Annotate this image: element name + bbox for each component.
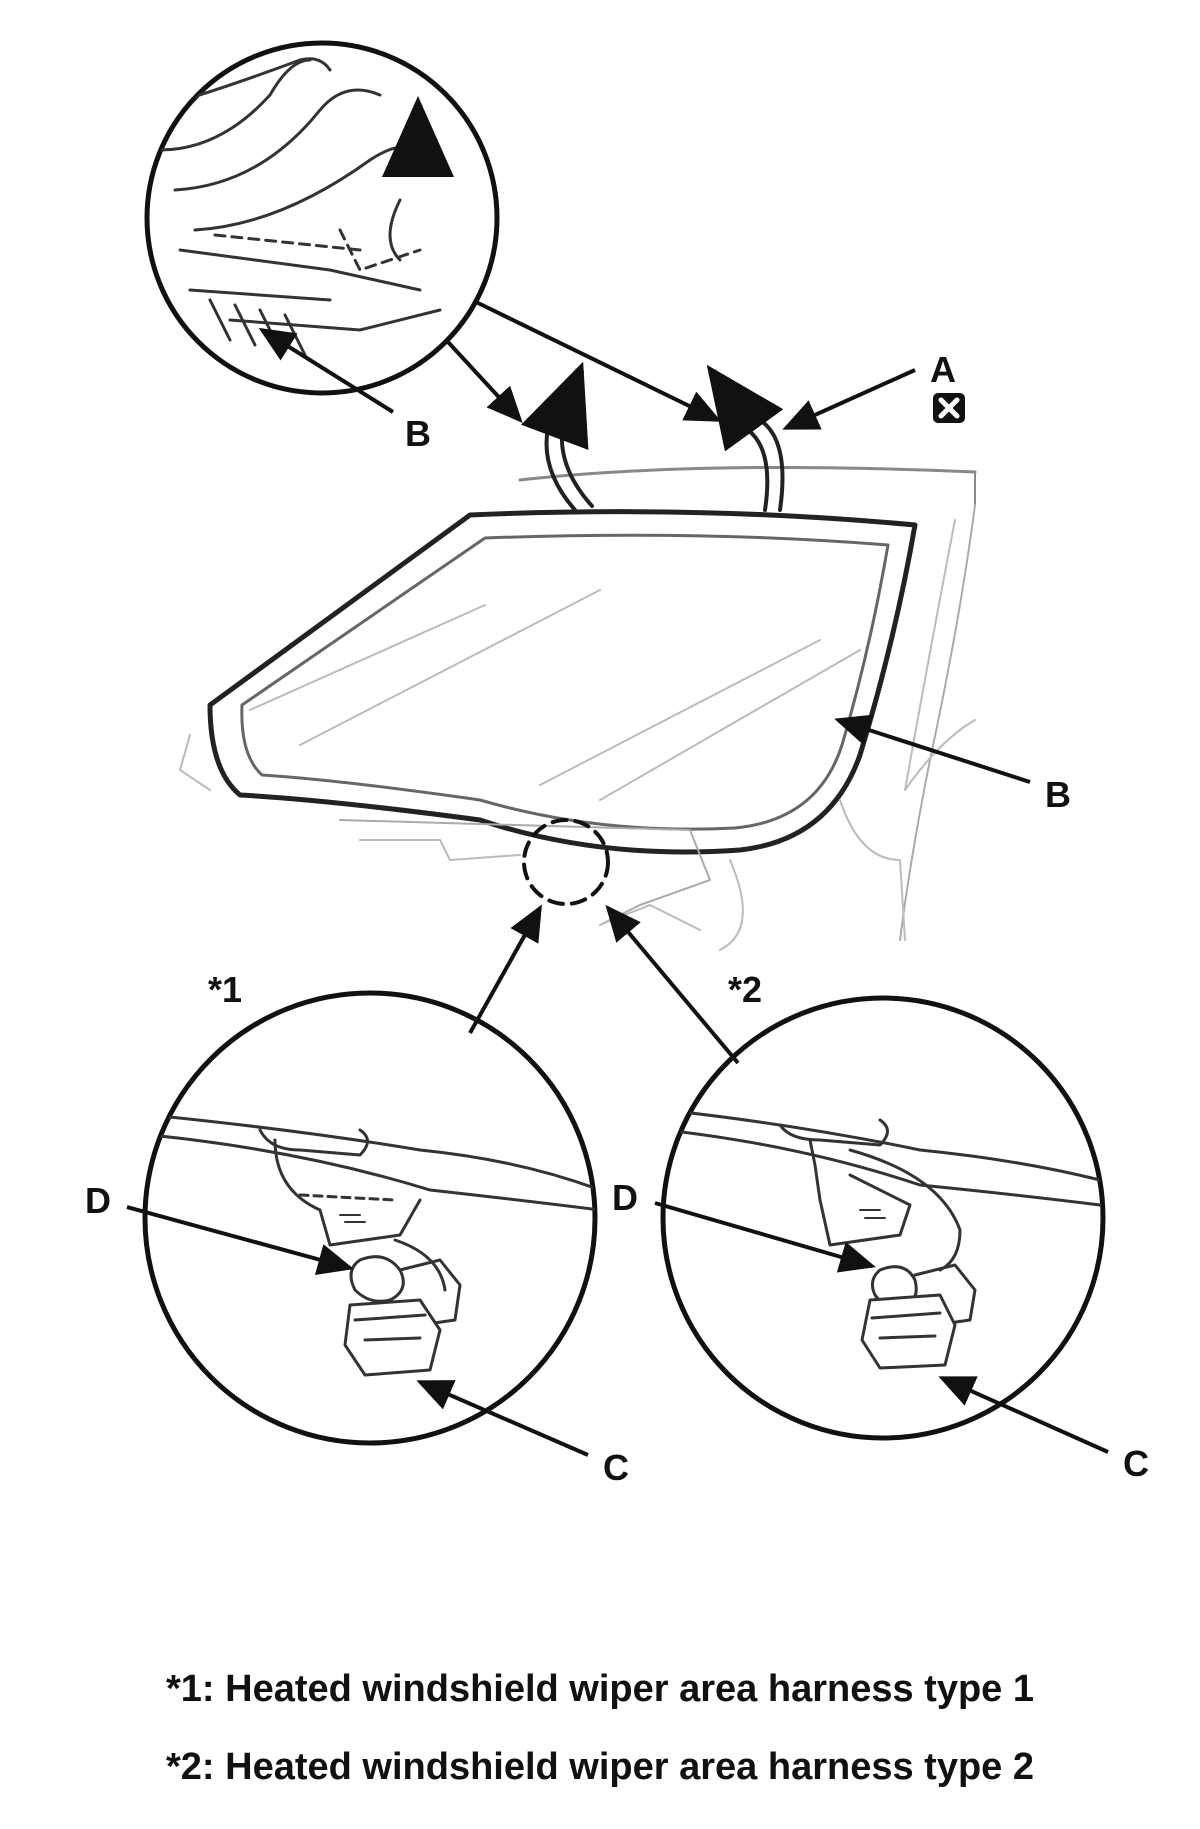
detail-circle-type2	[660, 995, 1106, 1441]
windshield-assembly	[179, 418, 977, 951]
marker-type1: *1	[208, 969, 242, 1010]
callout-d-left: D	[85, 1180, 111, 1221]
detail-circle-top	[144, 40, 500, 396]
callout-a: A	[930, 349, 956, 390]
callout-b-windshield: B	[1045, 774, 1071, 815]
boxed-x-icon	[933, 393, 965, 423]
leader-lines	[126, 300, 1109, 1457]
detail-circle-type1	[142, 990, 598, 1446]
marker-type2: *2	[728, 969, 762, 1010]
caption-type2: *2: Heated windshield wiper area harness…	[166, 1746, 1034, 1788]
callout-c-right: C	[1123, 1443, 1149, 1484]
callout-d-right: D	[612, 1177, 638, 1218]
caption-type1: *1: Heated windshield wiper area harness…	[166, 1668, 1034, 1710]
callout-b-top: B	[405, 413, 431, 454]
callout-c-left: C	[603, 1447, 629, 1488]
